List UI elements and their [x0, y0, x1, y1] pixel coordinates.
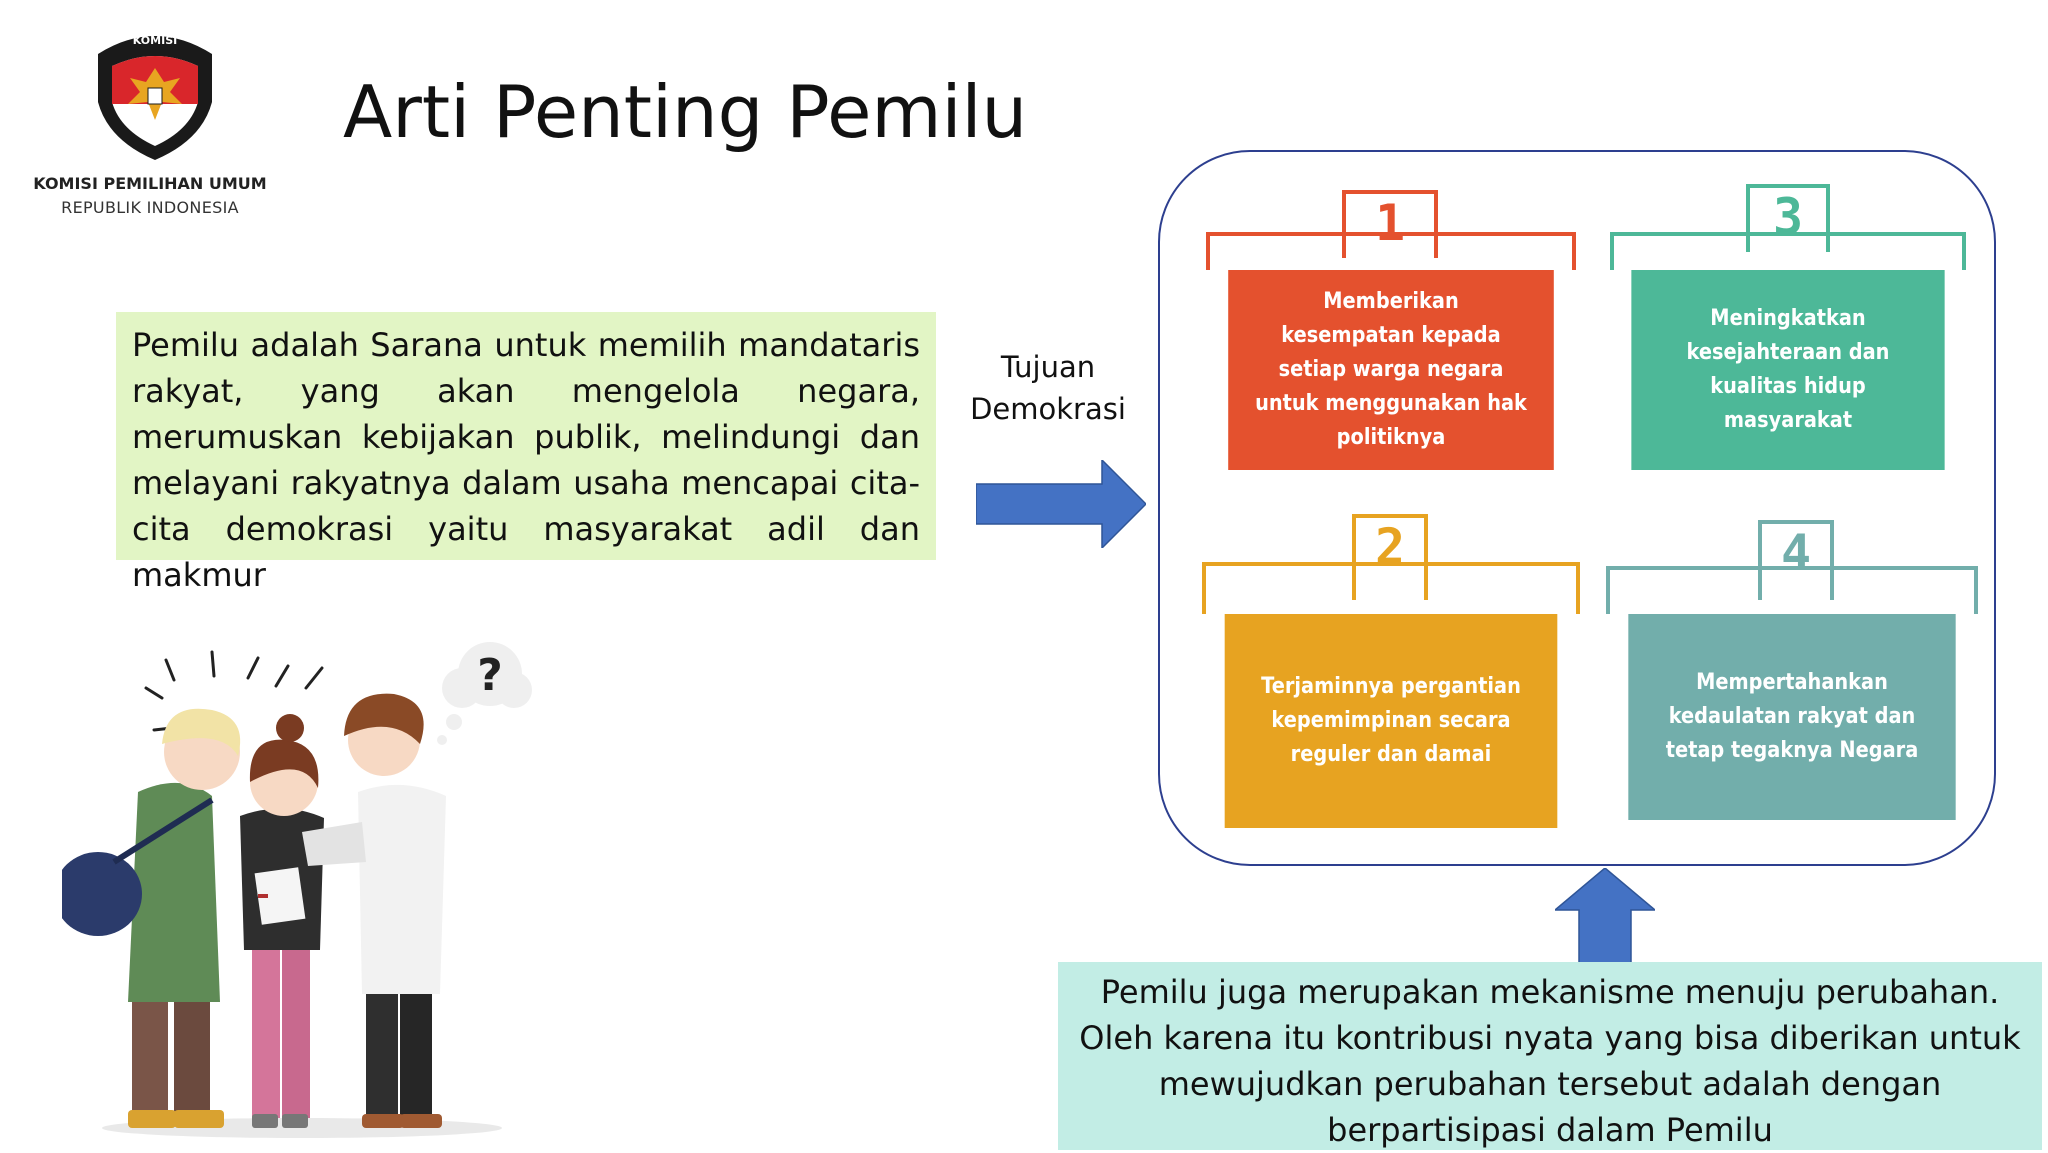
ballot-text-2: Terjaminnya pergantian kepemimpinan seca… [1224, 614, 1558, 828]
page-title: Arti Penting Pemilu [343, 70, 1028, 154]
kpu-logo-emblem: KOMISI [98, 34, 212, 160]
ballot-text-3: Meningkatkan kesejahteraan dan kualitas … [1631, 270, 1945, 470]
change-text-line1: Pemilu juga merupakan mekanisme menuju p… [1100, 973, 2000, 1011]
arrow-right-icon [976, 460, 1146, 548]
question-mark-icon: ? [477, 650, 503, 701]
change-text-line2: Oleh karena itu kontribusi nyata yang bi… [1079, 1019, 2021, 1057]
ballot-number-4: 4 [1758, 520, 1834, 600]
definition-box: Pemilu adalah Sarana untuk memilih manda… [116, 312, 936, 594]
thought-bubble-icon: ? [437, 642, 532, 745]
confused-people-illustration: ? [62, 642, 532, 1138]
ballot-box-2: 2 Terjaminnya pergantian kepemimpinan se… [1202, 514, 1580, 828]
ballot-box-1: 1 Memberikan kesempatan kepada setiap wa… [1206, 190, 1576, 470]
tujuan-label-line2: Demokrasi [970, 392, 1126, 426]
change-text-line3: mewujudkan perubahan tersebut adalah den… [1158, 1065, 1942, 1103]
ballot-number-3: 3 [1746, 184, 1830, 252]
svg-text:KOMISI: KOMISI [133, 34, 177, 47]
logo-country-name: REPUBLIK INDONESIA [61, 198, 239, 217]
tujuan-label-line1: Tujuan [1000, 350, 1096, 384]
ballot-number-2: 2 [1352, 514, 1428, 600]
arrow-up-icon [1555, 868, 1655, 964]
change-text-line4: berpartisipasi dalam Pemilu [1327, 1111, 1773, 1149]
ballot-number-1: 1 [1342, 190, 1438, 258]
ballot-box-4: 4 Mempertahankan kedaulatan rakyat dan t… [1606, 520, 1978, 820]
ballot-text-1: Memberikan kesempatan kepada setiap warg… [1228, 270, 1554, 470]
change-mechanism-box: Pemilu juga merupakan mekanisme menuju p… [1058, 962, 2042, 1150]
tujuan-demokrasi-label: Tujuan Demokrasi [948, 346, 1148, 430]
logo-org-name: KOMISI PEMILIHAN UMUM [33, 174, 267, 193]
ballot-box-3: 3 Meningkatkan kesejahteraan dan kualita… [1610, 184, 1966, 470]
definition-text: Pemilu adalah Sarana untuk memilih manda… [132, 326, 920, 594]
ballot-text-4: Mempertahankan kedaulatan rakyat dan tet… [1628, 614, 1956, 820]
